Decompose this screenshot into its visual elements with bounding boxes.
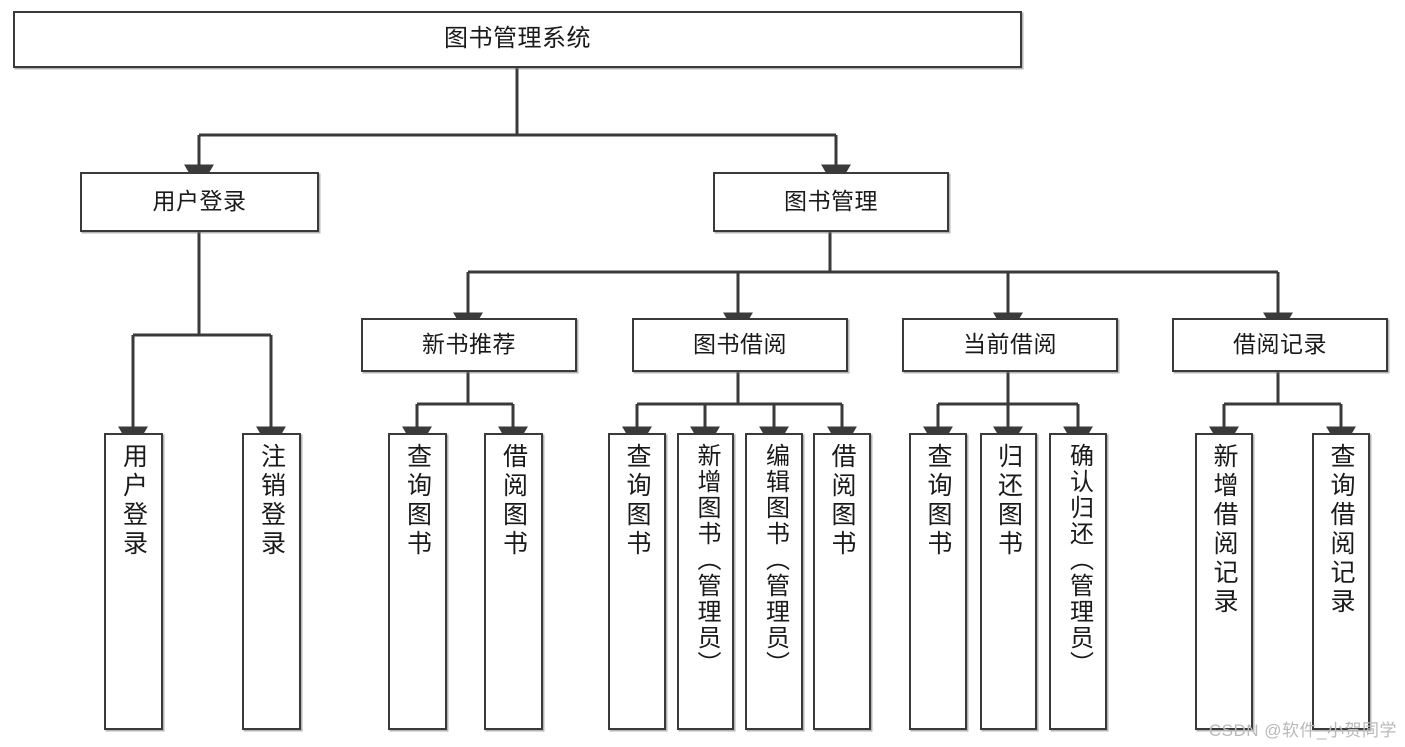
node-leaf-user-login[interactable]: 用户登录 bbox=[104, 433, 163, 730]
node-leaf-query-book-current[interactable]: 查询图书 bbox=[909, 433, 967, 730]
node-label: 用户登录 bbox=[152, 188, 247, 215]
node-leaf-add-borrow-record[interactable]: 新增借阅记录 bbox=[1195, 433, 1253, 730]
node-root-system[interactable]: 图书管理系统 bbox=[13, 11, 1022, 68]
node-label: 图书管理系统 bbox=[444, 25, 591, 53]
node-leaf-return-book[interactable]: 归还图书 bbox=[980, 433, 1037, 730]
node-label: 归还图书 bbox=[994, 443, 1023, 559]
node-current-borrow[interactable]: 当前借阅 bbox=[902, 318, 1118, 372]
node-leaf-add-book[interactable]: 新增图书（管理员） bbox=[677, 433, 734, 730]
node-label: 图书借阅 bbox=[693, 331, 787, 358]
node-label: 当前借阅 bbox=[963, 331, 1057, 358]
node-leaf-borrow-book-recommend[interactable]: 借阅图书 bbox=[484, 433, 543, 730]
node-borrow-record[interactable]: 借阅记录 bbox=[1172, 318, 1388, 372]
node-label: 借阅图书 bbox=[828, 443, 856, 559]
csdn-watermark: CSDN @软件_小贺同学 bbox=[1208, 721, 1397, 740]
node-leaf-user-logout[interactable]: 注销登录 bbox=[242, 433, 301, 730]
node-leaf-query-book-borrow[interactable]: 查询图书 bbox=[608, 433, 666, 730]
node-user-login[interactable]: 用户登录 bbox=[80, 172, 319, 232]
node-label: 确认归还（管理员） bbox=[1065, 443, 1093, 677]
node-label: 借阅图书 bbox=[499, 443, 528, 559]
node-leaf-borrow-book[interactable]: 借阅图书 bbox=[813, 433, 871, 730]
node-label: 新增借阅记录 bbox=[1210, 443, 1238, 617]
node-book-borrow[interactable]: 图书借阅 bbox=[632, 318, 848, 372]
node-label: 查询图书 bbox=[623, 443, 651, 559]
node-label: 用户登录 bbox=[119, 443, 148, 559]
node-leaf-query-borrow-record[interactable]: 查询借阅记录 bbox=[1312, 433, 1370, 730]
node-label: 编辑图书（管理员） bbox=[761, 443, 789, 677]
node-label: 新增图书（管理员） bbox=[692, 443, 720, 677]
node-leaf-query-book-recommend[interactable]: 查询图书 bbox=[388, 433, 447, 730]
node-new-book-recommend[interactable]: 新书推荐 bbox=[361, 318, 577, 372]
node-label: 借阅记录 bbox=[1233, 331, 1327, 358]
node-label: 查询图书 bbox=[403, 443, 432, 559]
node-label: 查询借阅记录 bbox=[1327, 443, 1355, 617]
node-book-manage[interactable]: 图书管理 bbox=[713, 172, 949, 232]
node-label: 图书管理 bbox=[784, 188, 878, 215]
node-label: 注销登录 bbox=[257, 443, 286, 559]
node-label: 查询图书 bbox=[924, 443, 952, 559]
node-leaf-confirm-return[interactable]: 确认归还（管理员） bbox=[1049, 433, 1107, 730]
node-label: 新书推荐 bbox=[422, 331, 516, 358]
node-leaf-edit-book[interactable]: 编辑图书（管理员） bbox=[745, 433, 803, 730]
